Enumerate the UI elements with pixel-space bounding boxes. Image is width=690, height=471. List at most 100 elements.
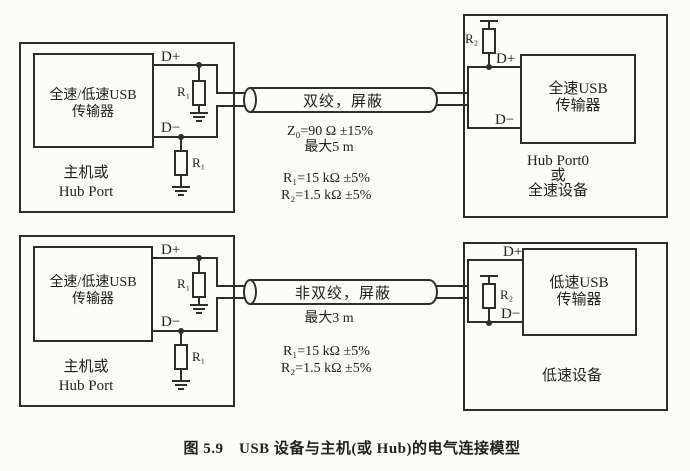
dplus-label: D+ xyxy=(161,49,181,65)
dminus-label: D− xyxy=(161,314,181,330)
wire-dminus-rise xyxy=(216,297,218,332)
cable-end-ellipse-icon xyxy=(243,87,257,113)
resistor-r1-dplus xyxy=(192,80,206,106)
host-transceiver-text: 全速/低速USB 传输器 xyxy=(49,275,137,307)
device-transceiver-box xyxy=(520,54,636,144)
junction-dot xyxy=(486,64,492,70)
host-outer-box xyxy=(19,42,235,213)
host-transceiver-text: 全速/低速USB 传输器 xyxy=(49,88,137,120)
spec-r2: R₂=1.5 kΩ ±5% xyxy=(281,188,372,203)
device-outer-box xyxy=(463,14,668,218)
wire-r2a-bottom xyxy=(488,54,490,67)
r1-label: R₁ xyxy=(177,276,191,291)
device-transceiver-text: 低速USB 传输器 xyxy=(549,275,609,308)
wire-dplus-drop xyxy=(216,64,218,94)
dminus-label: D− xyxy=(501,306,521,322)
device-role-text: 低速设备 xyxy=(541,368,603,384)
wire-device-fork xyxy=(467,259,469,323)
wire-dminus-host xyxy=(152,330,218,332)
wire-to-cable-upper xyxy=(216,92,248,94)
wire-dminus-device xyxy=(467,321,522,323)
wire-from-cable-lower xyxy=(436,297,469,299)
junction-dot xyxy=(178,328,184,334)
power-rail-icon xyxy=(480,275,498,277)
dplus-label: D+ xyxy=(161,242,181,258)
wire-r1b-top xyxy=(180,138,182,150)
wire-dplus-host xyxy=(152,257,218,259)
wire-r1a-bottom xyxy=(198,106,200,113)
wire-dplus-device xyxy=(467,66,521,68)
host-role-text: 主机或 Hub Port xyxy=(58,359,114,394)
wire-dplus-device xyxy=(467,259,522,261)
junction-dot xyxy=(178,134,184,140)
wire-r1d-top xyxy=(180,332,182,344)
figure-caption: 图 5.9 USB 设备与主机(或 Hub)的电气连接模型 xyxy=(183,441,521,457)
wire-dminus-host xyxy=(153,136,218,138)
host-transceiver-box xyxy=(33,53,154,148)
dplus-label: D+ xyxy=(496,51,516,67)
wire-dplus-drop xyxy=(216,257,218,287)
cable-shielded-twisted: 双绞，屏蔽 xyxy=(250,87,438,113)
wire-r1c-top xyxy=(198,259,200,272)
device-transceiver-box xyxy=(522,248,637,336)
r1-label: R₁ xyxy=(192,155,206,170)
wire-from-cable-upper xyxy=(436,92,469,94)
wire-to-cable-lower xyxy=(216,297,248,299)
cable-label: 双绞，屏蔽 xyxy=(302,93,383,110)
spec-r1: R₁=15 kΩ ±5% xyxy=(283,171,370,186)
ground-icon xyxy=(190,304,208,306)
spec-impedance: Z₀=90 Ω ±15% xyxy=(286,124,374,139)
device-role-text: Hub Port0 或 全速设备 xyxy=(526,153,590,199)
device-outer-box xyxy=(463,242,668,411)
resistor-r2-pullup xyxy=(482,28,496,54)
r1-label: R₁ xyxy=(192,349,206,364)
dminus-label: D− xyxy=(495,112,515,128)
power-rail-icon xyxy=(480,20,498,22)
wire-device-fork xyxy=(467,66,469,129)
wire-r1c-bottom xyxy=(198,298,200,305)
wire-r1b-bottom xyxy=(180,176,182,186)
host-transceiver-box xyxy=(33,246,153,342)
junction-dot xyxy=(196,62,202,68)
wire-from-cable-upper xyxy=(436,285,469,287)
wire-r2b-top xyxy=(488,277,490,283)
host-role-text: 主机或 Hub Port xyxy=(58,165,114,200)
ground-icon xyxy=(172,380,190,382)
host-outer-box xyxy=(19,235,235,407)
dplus-label: D+ xyxy=(503,244,523,260)
wire-to-cable-lower xyxy=(216,105,248,107)
wire-r2a-top xyxy=(488,22,490,28)
r1-label: R₁ xyxy=(177,84,191,99)
resistor-r2-pullup xyxy=(482,283,496,309)
ground-icon xyxy=(175,384,187,386)
cable-end-ellipse-icon xyxy=(243,279,257,305)
ground-icon xyxy=(175,190,187,192)
spec-max-length: 最大3 m xyxy=(304,311,354,326)
spec-max-length: 最大5 m xyxy=(304,140,354,155)
junction-dot xyxy=(196,255,202,261)
wire-dminus-device xyxy=(467,127,521,129)
spec-r2: R₂=1.5 kΩ ±5% xyxy=(281,361,372,376)
resistor-r1-dplus xyxy=(192,272,206,298)
wire-dplus-host xyxy=(153,64,218,66)
dminus-label: D− xyxy=(161,120,181,136)
ground-icon xyxy=(196,312,202,314)
spec-r1: R₁=15 kΩ ±5% xyxy=(283,344,370,359)
device-transceiver-text: 全速USB 传输器 xyxy=(548,81,608,114)
wire-from-cable-lower xyxy=(436,104,469,106)
resistor-r1-dminus xyxy=(174,150,188,176)
r2-label: R₂ xyxy=(465,31,479,46)
ground-icon xyxy=(196,120,202,122)
cable-shielded-untwisted: 非双绞，屏蔽 xyxy=(250,279,438,305)
wire-r2b-bottom xyxy=(488,309,490,323)
r2-label: R₂ xyxy=(500,287,514,302)
wire-to-cable-upper xyxy=(216,285,248,287)
resistor-r1-dminus xyxy=(174,344,188,370)
ground-icon xyxy=(178,388,184,390)
ground-icon xyxy=(193,308,205,310)
wire-dminus-rise xyxy=(216,105,218,138)
ground-icon xyxy=(193,116,205,118)
ground-icon xyxy=(190,112,208,114)
junction-dot xyxy=(486,320,492,326)
